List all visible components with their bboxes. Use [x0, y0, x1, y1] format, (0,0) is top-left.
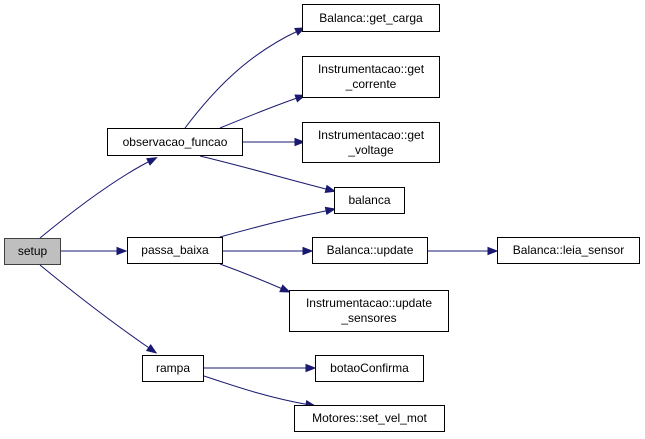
arrowhead-icon — [145, 343, 158, 354]
edge-observacao-funcao-to-instrumentacao-get-voltage — [243, 137, 306, 147]
node-balanca-leia-sensor[interactable]: Balanca::leia_sensor — [497, 237, 640, 264]
node-observacao-funcao[interactable]: observacao_funcao — [107, 128, 243, 156]
node-motores-set-vel-mot[interactable]: Motores::set_vel_mot — [294, 405, 445, 432]
edge-line — [219, 209, 331, 238]
edge-setup-to-rampa — [39, 264, 158, 354]
edge-line — [184, 29, 301, 129]
edge-line — [39, 159, 153, 239]
arrowhead-icon — [324, 206, 337, 216]
node-instrumentacao-get-corrente[interactable]: Instrumentacao::get _corrente — [302, 56, 440, 98]
arrowhead-icon — [305, 363, 317, 373]
edge-passa-baixa-to-instrumentacao-update-sensores — [219, 263, 291, 293]
arrowhead-icon — [279, 284, 291, 293]
edge-passa-baixa-to-balanca — [219, 206, 337, 238]
edge-setup-to-observacao-funcao — [39, 157, 158, 239]
edge-observacao-funcao-to-instrumentacao-get-corrente — [219, 94, 307, 129]
node-setup[interactable]: setup — [4, 238, 61, 265]
edge-line — [219, 96, 301, 129]
node-balanca[interactable]: balanca — [334, 187, 405, 214]
arrowhead-icon — [294, 137, 306, 147]
edge-line — [199, 155, 331, 191]
edge-line — [219, 263, 286, 291]
node-passa-baixa[interactable]: passa_baixa — [127, 237, 223, 264]
edge-rampa-to-motores-set-vel-mot — [203, 375, 317, 409]
edge-passa-baixa-to-balanca-update — [223, 246, 314, 256]
node-botao-confirma[interactable]: botaoConfirma — [315, 355, 424, 382]
node-balanca-update[interactable]: Balanca::update — [312, 237, 428, 264]
edge-observacao-funcao-to-balanca — [199, 155, 337, 194]
edge-observacao-funcao-to-balanca-get-carga — [184, 27, 306, 129]
arrowhead-icon — [487, 246, 499, 256]
node-instrumentacao-get-voltage[interactable]: Instrumentacao::get _voltage — [302, 122, 440, 163]
arrowhead-icon — [324, 184, 337, 194]
edge-balanca-update-to-balanca-leia-sensor — [428, 246, 499, 256]
edge-line — [39, 264, 153, 351]
arrowhead-icon — [302, 246, 314, 256]
edge-setup-to-passa-baixa — [61, 246, 128, 256]
edge-line — [203, 375, 311, 406]
arrowhead-icon — [116, 246, 128, 256]
node-balanca-get-carga[interactable]: Balanca::get_carga — [302, 4, 440, 32]
node-rampa[interactable]: rampa — [142, 355, 204, 382]
node-instrumentacao-update-sensores[interactable]: Instrumentacao::update _sensores — [289, 290, 449, 332]
edge-rampa-to-botao-confirma — [204, 363, 317, 373]
arrowhead-icon — [146, 157, 158, 166]
